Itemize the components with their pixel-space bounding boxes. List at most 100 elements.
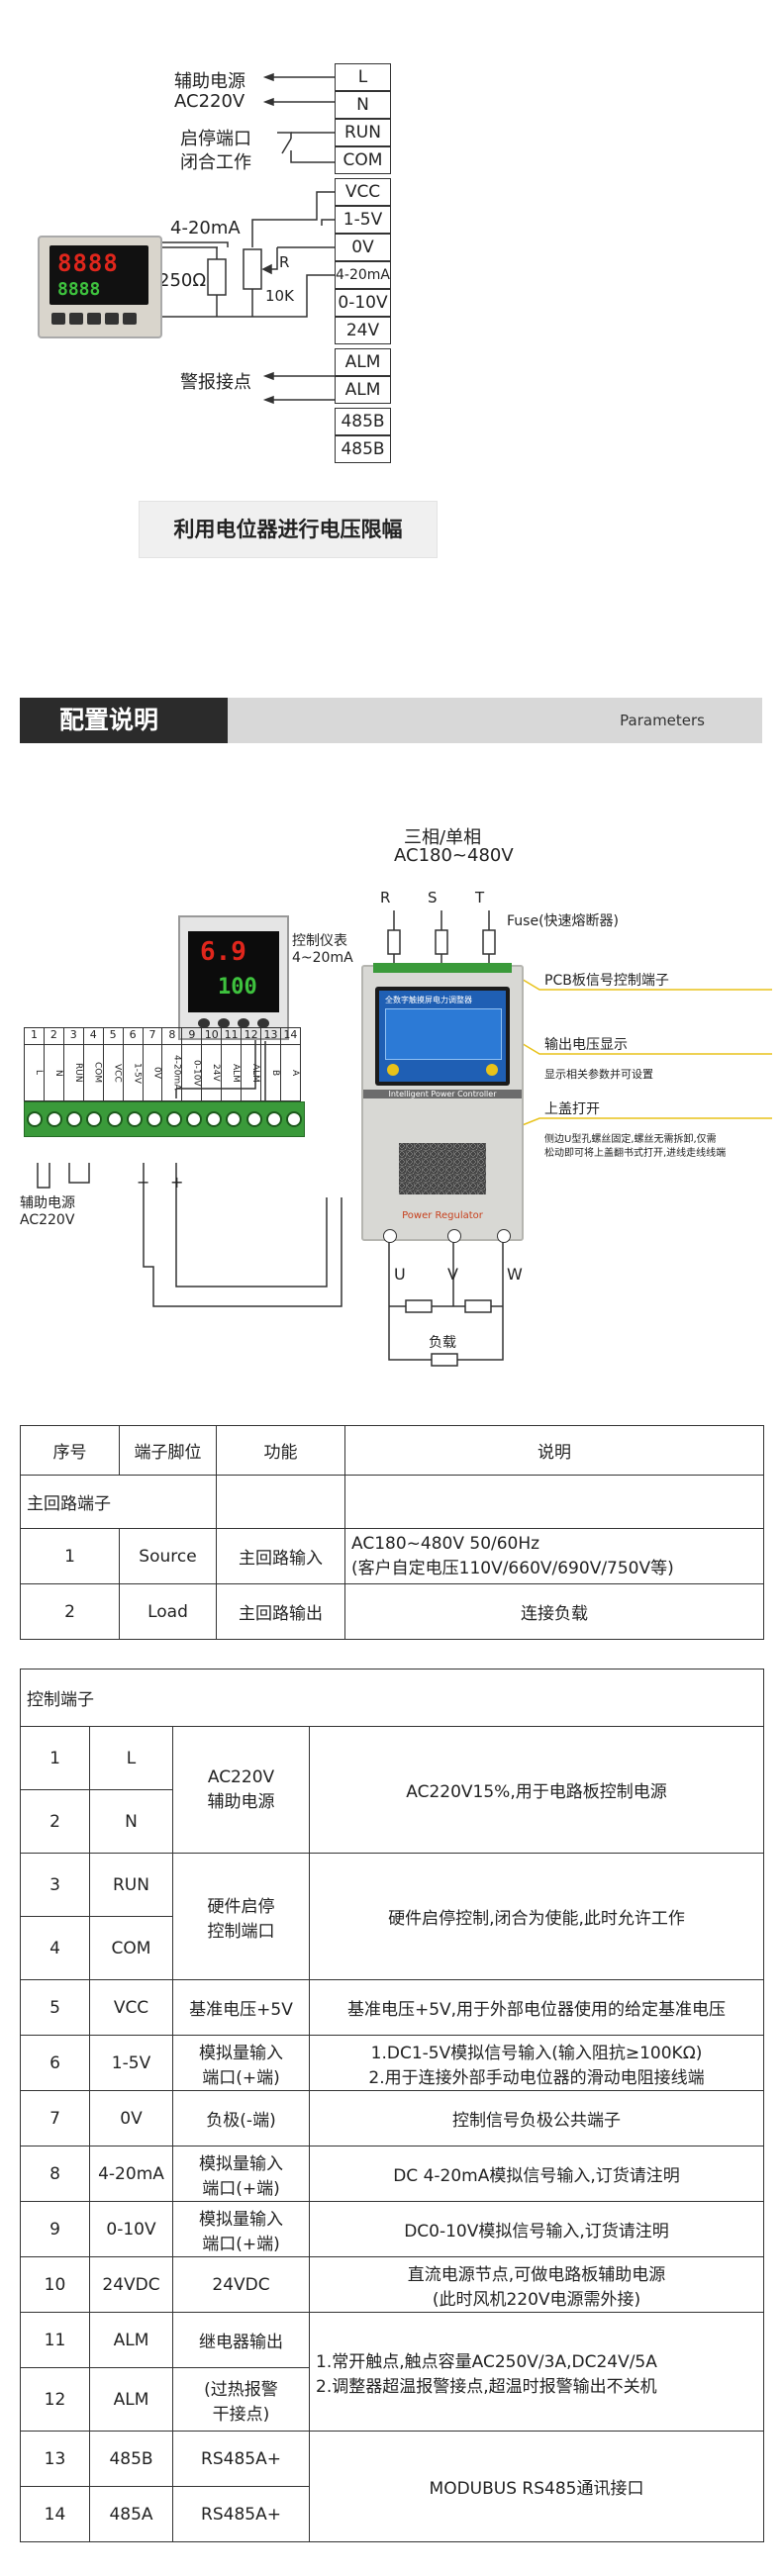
strip-number: 12 — [242, 1027, 262, 1045]
func-line2: 端口(+端) — [202, 2234, 280, 2254]
strip-number: 9 — [182, 1027, 203, 1045]
row-no: 9 — [20, 2201, 90, 2257]
screen-button-icon — [486, 1064, 498, 1076]
row-no: 13 — [20, 2431, 90, 2487]
terminal-cell: L — [335, 63, 391, 91]
header-desc: 说明 — [344, 1425, 764, 1476]
run-port-label-1: 启停端口 — [180, 129, 251, 149]
row-func: RS485A+ — [172, 2486, 310, 2542]
group-label: 控制端子 — [20, 1669, 764, 1727]
meter-key-icon — [218, 1018, 230, 1028]
pot-r-label: R — [279, 253, 290, 271]
func-line2: 端口(+端) — [202, 2178, 280, 2199]
run-port-label-2: 闭合工作 — [180, 152, 251, 173]
row-pin: Load — [119, 1583, 217, 1640]
row-func: 负极(-端) — [172, 2090, 310, 2147]
strip-label: 0-10V — [182, 1045, 203, 1101]
terminal-cell: N — [335, 91, 391, 119]
controller-pv: 8888 — [57, 249, 119, 277]
row-no: 2 — [20, 1583, 120, 1640]
aux-label-1: 辅助电源 — [20, 1195, 75, 1211]
meter-key-icon — [257, 1018, 269, 1028]
row-pin: L — [89, 1726, 173, 1790]
meter-screen: 6.9 100 — [188, 931, 279, 1012]
strip-label: 0V — [143, 1045, 163, 1101]
row-no: 7 — [20, 2090, 90, 2147]
screw-icon — [285, 1111, 302, 1127]
row-desc-line1: AC180~480V 50/60Hz — [351, 1534, 540, 1554]
control-terminal-table: 控制端子 1 L AC220V 辅助电源 AC220V15%,用于电路板控制电源… — [20, 1669, 764, 2542]
controller-key-icon — [51, 313, 65, 325]
strip-label: ALM — [242, 1045, 262, 1101]
desc-line2: 2.用于连接外部手动电位器的滑动电阻接线端 — [368, 2067, 705, 2088]
out-w-label: W — [507, 1265, 523, 1284]
row-no: 10 — [20, 2256, 90, 2313]
row-pin: VCC — [89, 1979, 173, 2036]
terminal-cell: ALM — [335, 348, 391, 376]
strip-label: VCC — [103, 1045, 124, 1101]
func-line2: 端口(+端) — [202, 2067, 280, 2088]
panel-brand: Intelligent Power Controller — [363, 1090, 522, 1098]
desc-line1: 直流电源节点,可做电路板辅助电源 — [407, 2264, 666, 2285]
strip-number: 10 — [202, 1027, 223, 1045]
row-desc: DC0-10V模拟信号输入,订货请注明 — [309, 2201, 764, 2257]
desc-line2: 2.调整器超温报警接点,超温时报警输出不关机 — [316, 2376, 657, 2397]
power-regulator: 全数字触摸屏电力调整器 Intelligent Power Controller… — [361, 963, 524, 1241]
strip-number: 8 — [162, 1027, 183, 1045]
screw-icon — [47, 1111, 63, 1127]
phase-r-label: R — [380, 889, 391, 906]
pot-value-label: 10K — [265, 287, 294, 305]
screw-icon — [126, 1111, 143, 1127]
strip-label: RUN — [63, 1045, 84, 1101]
main-circuit-table: 序号 端子脚位 功能 说明 主回路端子 1 Source 主回路输入 AC180… — [20, 1425, 764, 1640]
func-line1: AC220V — [207, 1767, 275, 1787]
section-title: 配置说明 — [20, 698, 228, 743]
output-display-label: 输出电压显示 — [544, 1037, 628, 1053]
strip-number: 6 — [123, 1027, 144, 1045]
pcb-terminal-row — [373, 963, 512, 973]
row-desc: AC220V15%,用于电路板控制电源 — [309, 1726, 764, 1854]
meter-pv: 6.9 — [200, 937, 246, 967]
strip-number: 4 — [83, 1027, 104, 1045]
screw-icon — [245, 1111, 262, 1127]
controller-key-icon — [105, 313, 119, 325]
strip-label: 4-20mA — [162, 1045, 183, 1101]
row-func: RS485A+ — [172, 2431, 310, 2487]
phase-label-2: AC180~480V — [394, 845, 514, 866]
cover-label: 上盖打开 — [544, 1101, 600, 1117]
row-func: 主回路输出 — [216, 1583, 345, 1640]
screen-button-icon — [387, 1064, 399, 1076]
param-display-label: 显示相关参数并可设置 — [544, 1068, 653, 1081]
aux-power-label-2: AC220V — [174, 91, 245, 112]
row-func: 继电器输出 — [172, 2312, 310, 2368]
touch-screen: 全数字触摸屏电力调整器 — [375, 987, 510, 1086]
wiring-caption: 利用电位器进行电压限幅 — [139, 501, 438, 558]
row-no: 11 — [20, 2312, 90, 2368]
group-label: 主回路端子 — [20, 1475, 217, 1529]
strip-label: B — [261, 1045, 281, 1101]
row-no: 1 — [20, 1726, 90, 1790]
screw-icon — [86, 1111, 103, 1127]
terminal-cell: COM — [335, 146, 391, 174]
strip-number: 13 — [261, 1027, 281, 1045]
desc-line1: 1.常开触点,触点容量AC250V/3A,DC24V/5A — [316, 2351, 657, 2372]
strip-number: 1 — [24, 1027, 45, 1045]
row-pin: ALM — [89, 2367, 173, 2432]
screw-icon — [186, 1111, 203, 1127]
meter-label-1: 控制仪表 — [292, 933, 347, 949]
strip-number: 7 — [143, 1027, 163, 1045]
terminal-cell: RUN — [335, 119, 391, 146]
resistor-label: 250Ω — [158, 270, 207, 291]
meter-label-2: 4~20mA — [292, 950, 353, 966]
row-no: 2 — [20, 1789, 90, 1854]
terminal-cell: 485B — [335, 435, 391, 463]
row-no: 3 — [20, 1853, 90, 1917]
row-desc-line2: (客户自定电压110V/660V/690V/750V等) — [351, 1559, 674, 1578]
load-label: 负载 — [429, 1335, 456, 1351]
row-no: 4 — [20, 1916, 90, 1980]
terminal-cell: ALM — [335, 376, 391, 404]
phase-t-label: T — [475, 889, 485, 906]
row-func: 主回路输入 — [216, 1528, 345, 1584]
terminal-cell: 4-20mA — [335, 261, 391, 289]
plus-label: + — [170, 1173, 184, 1192]
